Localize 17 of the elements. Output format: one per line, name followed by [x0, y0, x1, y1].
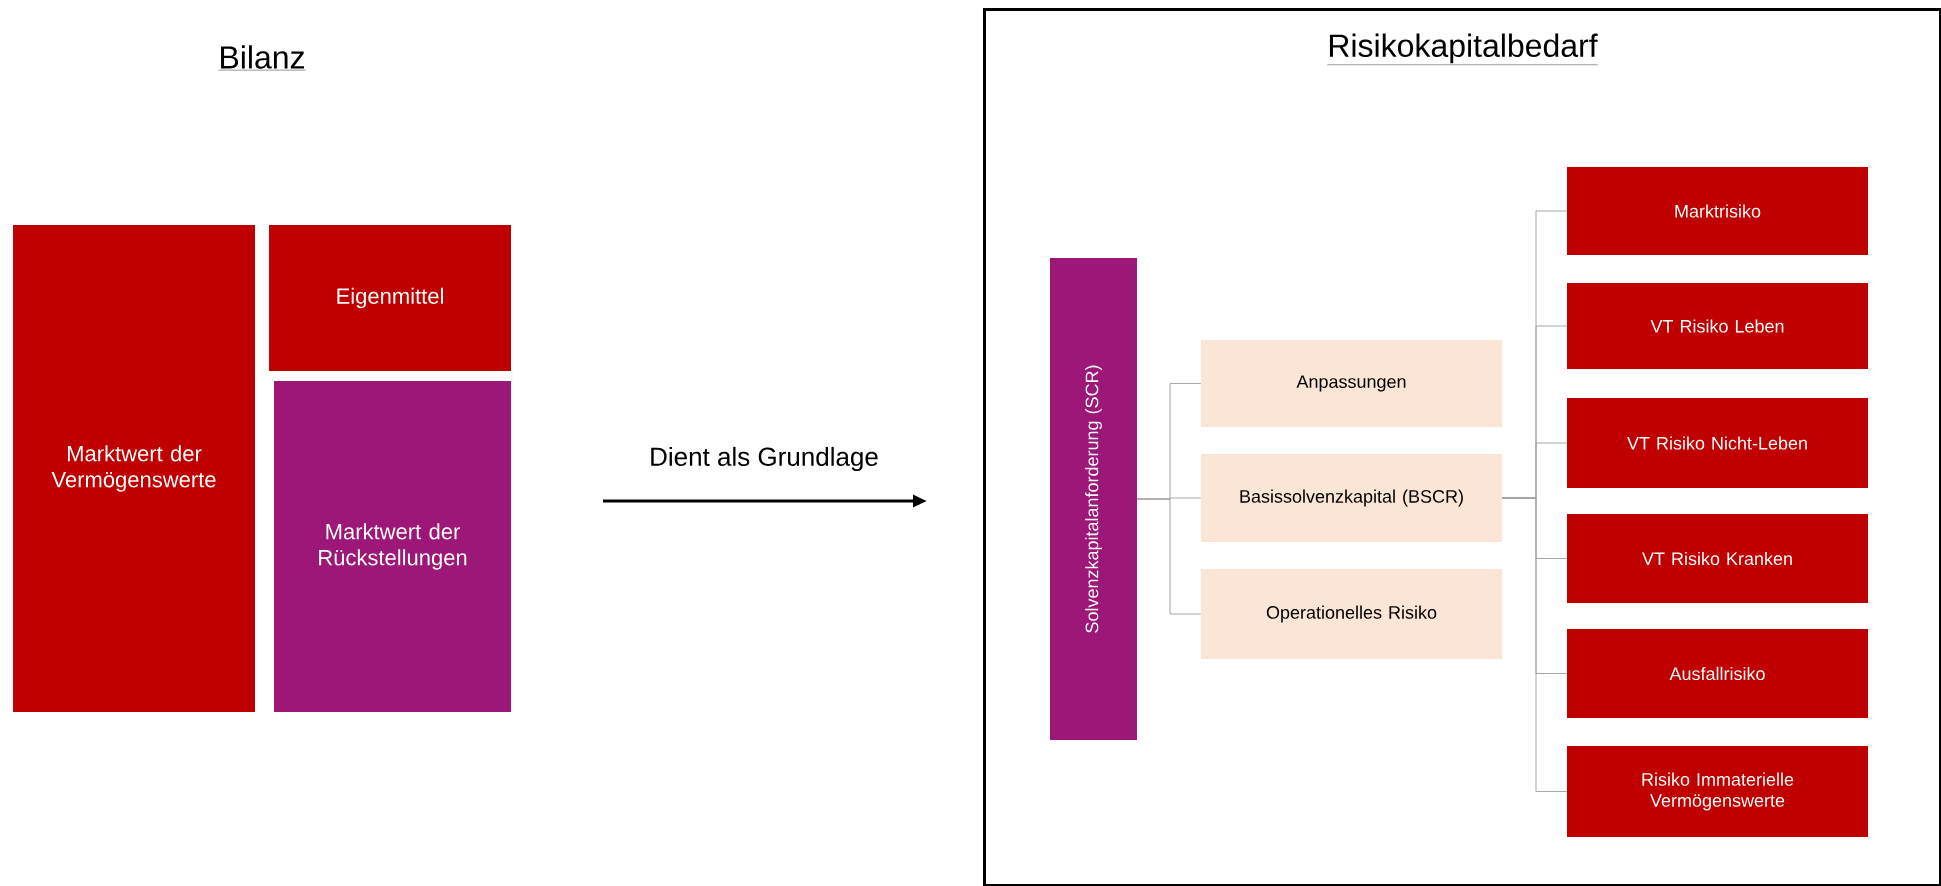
risk-box: Marktrisiko — [1567, 167, 1868, 255]
connector-line — [1136, 498, 1202, 615]
risk-box: VT Risiko Kranken — [1567, 514, 1868, 603]
risk-box: VT Risiko Nicht-Leben — [1567, 398, 1868, 488]
balance-block: Marktwert der Vermögenswerte — [13, 225, 255, 712]
risk-box: Ausfallrisiko — [1567, 629, 1868, 718]
process-box: Basissolvenzkapital (BSCR) — [1201, 454, 1502, 542]
rotated-box: Solvenzkapitalanforderung (SCR) — [1050, 258, 1137, 740]
balance-block: Marktwert der Rückstellungen — [274, 381, 511, 712]
balance-block: Eigenmittel — [269, 225, 511, 371]
edge-label: Dient als Grundlage — [651, 446, 878, 472]
process-box: Operationelles Risiko — [1201, 569, 1502, 659]
heading: Bilanz — [218, 45, 306, 71]
process-box: Anpassungen — [1201, 340, 1502, 427]
risk-box: VT Risiko Leben — [1567, 283, 1868, 369]
connector-line — [1501, 497, 1568, 792]
risk-box: Risiko Immaterielle Vermögenswerte — [1567, 746, 1868, 837]
